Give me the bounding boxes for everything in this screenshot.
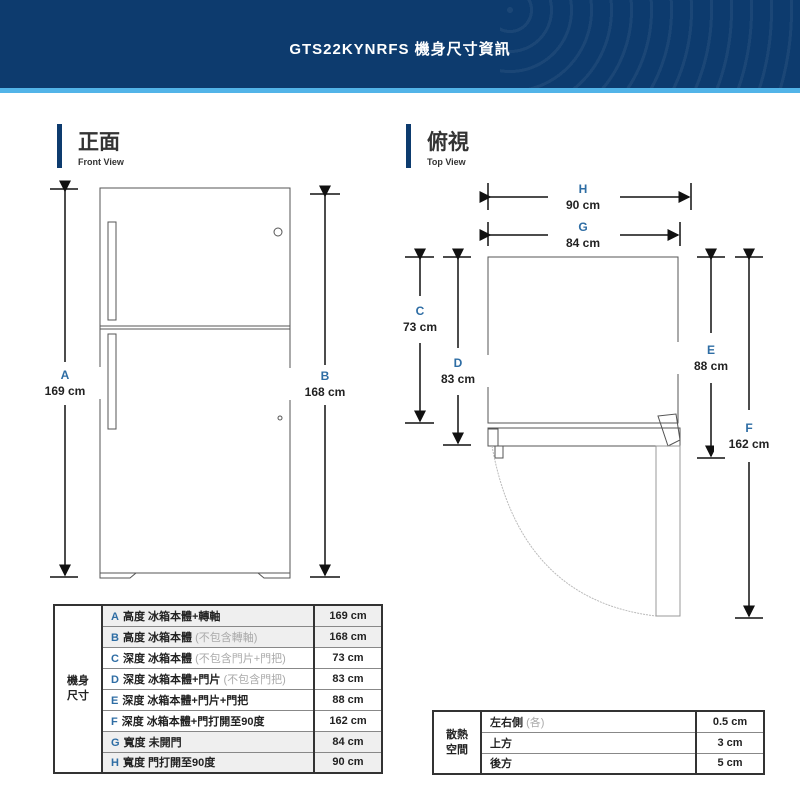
page-title: GTS22KYNRFS 機身尺寸資訊	[289, 41, 511, 58]
table-row: 後方 5 cm	[433, 752, 765, 775]
row-label: 左右側 (各)	[480, 710, 697, 733]
group-label: 機身尺寸	[53, 604, 103, 774]
heading-bar	[57, 124, 62, 168]
front-view-title: 正面	[78, 131, 120, 154]
front-dimension-lines	[50, 180, 340, 578]
dim-letter: C	[415, 304, 425, 318]
dim-letter: F	[745, 421, 753, 435]
front-fridge-drawing	[99, 187, 291, 579]
dim-letter: A	[60, 368, 70, 382]
header-banner	[0, 0, 800, 88]
row-value: 162 cm	[313, 709, 383, 732]
row-value: 169 cm	[313, 604, 383, 627]
header-stripe	[0, 88, 800, 93]
dim-value: 88 cm	[693, 359, 729, 373]
top-dimension-lines	[405, 183, 763, 619]
row-value: 90 cm	[313, 751, 383, 774]
dim-value: 84 cm	[565, 236, 601, 250]
top-fridge-drawing	[487, 256, 681, 617]
front-view-subtitle: Front View	[78, 157, 124, 167]
row-value: 83 cm	[313, 667, 383, 690]
stars-pattern	[500, 0, 800, 88]
top-view-title: 俯視	[427, 131, 469, 154]
row-label: 後方	[480, 752, 697, 775]
dim-value: 162 cm	[728, 437, 770, 451]
dim-label-h: H 90 cm	[548, 181, 618, 213]
dim-value: 169 cm	[44, 384, 86, 398]
dim-letter: G	[578, 220, 588, 234]
row-value: 73 cm	[313, 646, 383, 669]
heading-bar	[406, 124, 411, 168]
top-view-subtitle: Top View	[427, 157, 466, 167]
dim-letter: E	[706, 343, 715, 357]
table-row: 散熱空間左右側 (各)0.5 cm	[432, 710, 765, 775]
dim-value: 90 cm	[565, 198, 601, 212]
row-value: 84 cm	[313, 730, 383, 753]
dim-label-d: D 83 cm	[423, 355, 493, 387]
row-value: 168 cm	[313, 625, 383, 648]
dim-letter: H	[578, 182, 588, 196]
row-value: 5 cm	[695, 752, 765, 775]
dim-label-c: C 73 cm	[385, 303, 455, 335]
dim-value: 73 cm	[402, 320, 438, 334]
group-label: 散熱空間	[432, 710, 482, 775]
row-value: 88 cm	[313, 688, 383, 711]
dim-label-g: G 84 cm	[548, 219, 618, 251]
dim-letter: B	[320, 369, 330, 383]
table-row: 上方 3 cm	[433, 731, 765, 754]
dim-value: 168 cm	[304, 385, 346, 399]
dim-label-e: E 88 cm	[676, 342, 746, 374]
dim-label-a: A 169 cm	[25, 367, 105, 399]
dim-label-f: F 162 cm	[714, 420, 784, 452]
row-label: 上方	[480, 731, 697, 754]
dim-letter: D	[453, 356, 463, 370]
dim-value: 83 cm	[440, 372, 476, 386]
row-value: 3 cm	[695, 731, 765, 754]
row-value: 0.5 cm	[695, 710, 765, 733]
dim-label-b: B 168 cm	[285, 368, 365, 400]
